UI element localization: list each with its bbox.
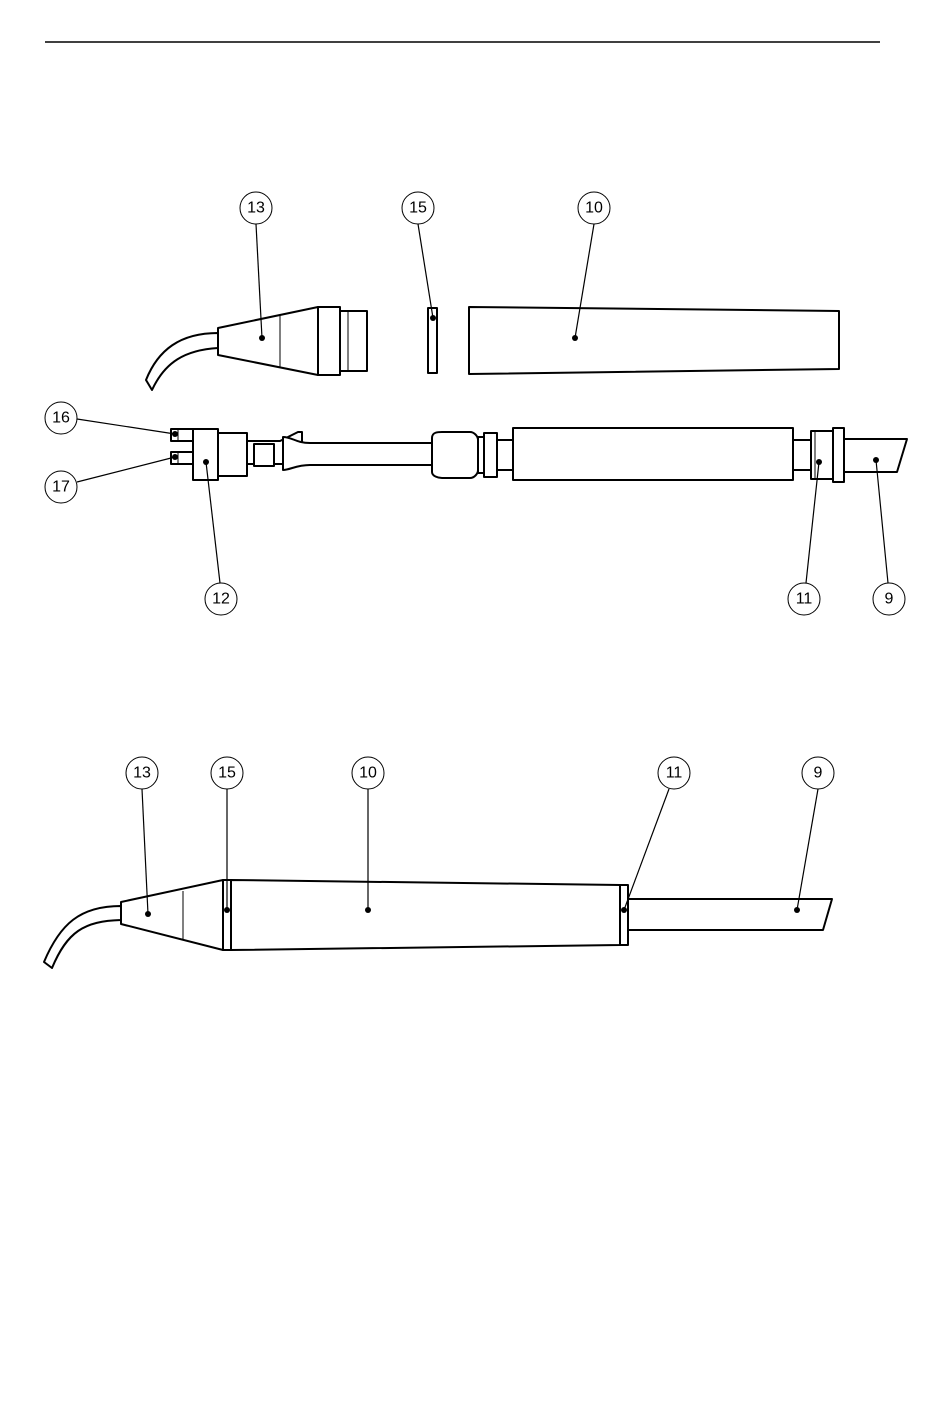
assembled-callout-9: 9 [802,757,834,789]
assembled-part-13-tip [44,880,223,968]
exploded-callout-12: 12 [205,583,237,615]
assembled-part-10-sleeve [231,880,620,950]
exploded-callout-17: 17 [45,471,77,503]
exploded-label-10: 10 [585,200,603,217]
assembled-callout-15: 15 [211,757,243,789]
exploded-part-10-sleeve [469,307,839,374]
exploded-callout-15: 15 [402,192,434,224]
exploded-callout-16: 16 [45,402,77,434]
exploded-label-12: 12 [212,591,230,608]
assembled-callout-11: 11 [658,757,690,789]
exploded-callout-11: 11 [788,583,820,615]
assembled-part-9-cable [628,899,832,930]
exploded-part-13-tip [146,307,367,390]
assembled-label-15: 15 [218,765,236,782]
exploded-body-assembly [171,428,907,482]
exploded-leaders [77,224,888,583]
exploded-callout-9: 9 [873,583,905,615]
exploded-callout-13: 13 [240,192,272,224]
assembled-callout-10: 10 [352,757,384,789]
assembled-label-10: 10 [359,765,377,782]
assembled-view: 13 15 10 11 9 [44,757,834,968]
exploded-label-16: 16 [52,410,70,427]
assembled-part-11-ring [620,885,628,945]
assembled-label-11: 11 [666,765,683,782]
exploded-label-13: 13 [247,200,265,217]
assembled-label-13: 13 [133,765,151,782]
assembled-callout-13: 13 [126,757,158,789]
assembled-label-9: 9 [814,765,823,782]
exploded-view: 13 15 10 16 17 12 11 9 [45,192,907,615]
exploded-callout-10: 10 [578,192,610,224]
exploded-label-11: 11 [796,591,813,608]
exploded-label-17: 17 [52,479,70,496]
exploded-label-15: 15 [409,200,427,217]
exploded-label-9: 9 [885,591,894,608]
